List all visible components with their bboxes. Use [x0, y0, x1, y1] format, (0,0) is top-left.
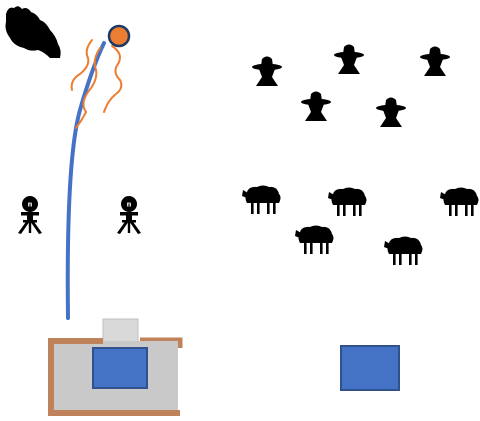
creature-icon: [6, 6, 61, 58]
sheep-5: [384, 237, 423, 266]
robot-right-tag: m: [127, 201, 131, 209]
robot-left-tag: m: [28, 201, 32, 209]
sheep-1: [242, 186, 281, 215]
sheep-2: [328, 188, 367, 217]
ball-trajectory: [68, 43, 104, 318]
hat-figure-1: [252, 57, 282, 87]
sheep-3: [440, 188, 479, 217]
launcher-box[interactable]: [93, 348, 147, 388]
robot-left: m: [18, 196, 42, 234]
target-box[interactable]: [341, 346, 399, 390]
ball[interactable]: [109, 26, 129, 46]
hat-figure-3: [420, 47, 450, 77]
sheep-4: [295, 226, 334, 255]
launcher-platform: [51, 319, 180, 413]
hat-figure-4: [301, 92, 331, 122]
hat-figure-5: [376, 98, 406, 128]
hat-figure-2: [334, 45, 364, 75]
robot-right: m: [117, 196, 141, 234]
